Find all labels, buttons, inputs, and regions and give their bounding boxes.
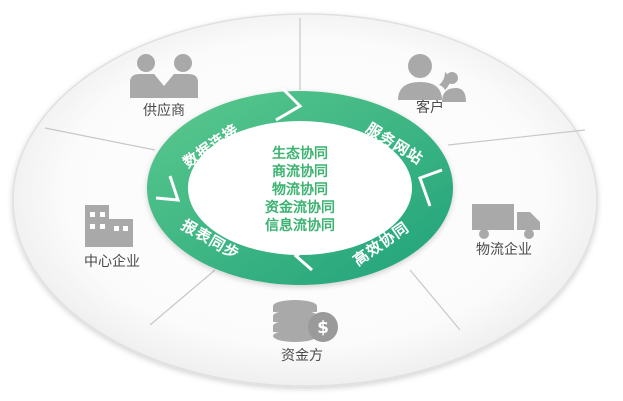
core-item: 商流协同 (272, 163, 328, 180)
logistics-label: 物流企业 (476, 241, 532, 258)
customer-node: 客户 (398, 54, 466, 116)
core-item: 信息流协同 (265, 217, 335, 234)
truck-icon (472, 204, 540, 239)
funder-node: $ 资金方 (273, 300, 338, 364)
core-item: 物流协同 (272, 181, 328, 198)
customer-label: 客户 (416, 99, 444, 116)
divider-lines (44, 18, 586, 331)
handshake-people-icon (130, 54, 198, 98)
logistics-node: 物流企业 (472, 204, 540, 258)
central-enterprise-node: 中心企业 (84, 205, 140, 270)
collaboration-ring (147, 86, 453, 285)
funder-label: 资金方 (281, 348, 323, 364)
core-item: 资金流协同 (265, 199, 335, 216)
supplier-label: 供应商 (143, 102, 185, 119)
customer-service-icon (398, 54, 466, 102)
core-collaboration-list: 生态协同 商流协同 物流协同 资金流协同 信息流协同 (265, 145, 335, 234)
svg-text:$: $ (317, 318, 329, 338)
office-building-icon (85, 205, 133, 247)
core-item: 生态协同 (272, 145, 328, 162)
supplier-node: 供应商 (130, 54, 198, 119)
central-enterprise-label: 中心企业 (84, 253, 140, 270)
coins-icon: $ (273, 300, 338, 342)
